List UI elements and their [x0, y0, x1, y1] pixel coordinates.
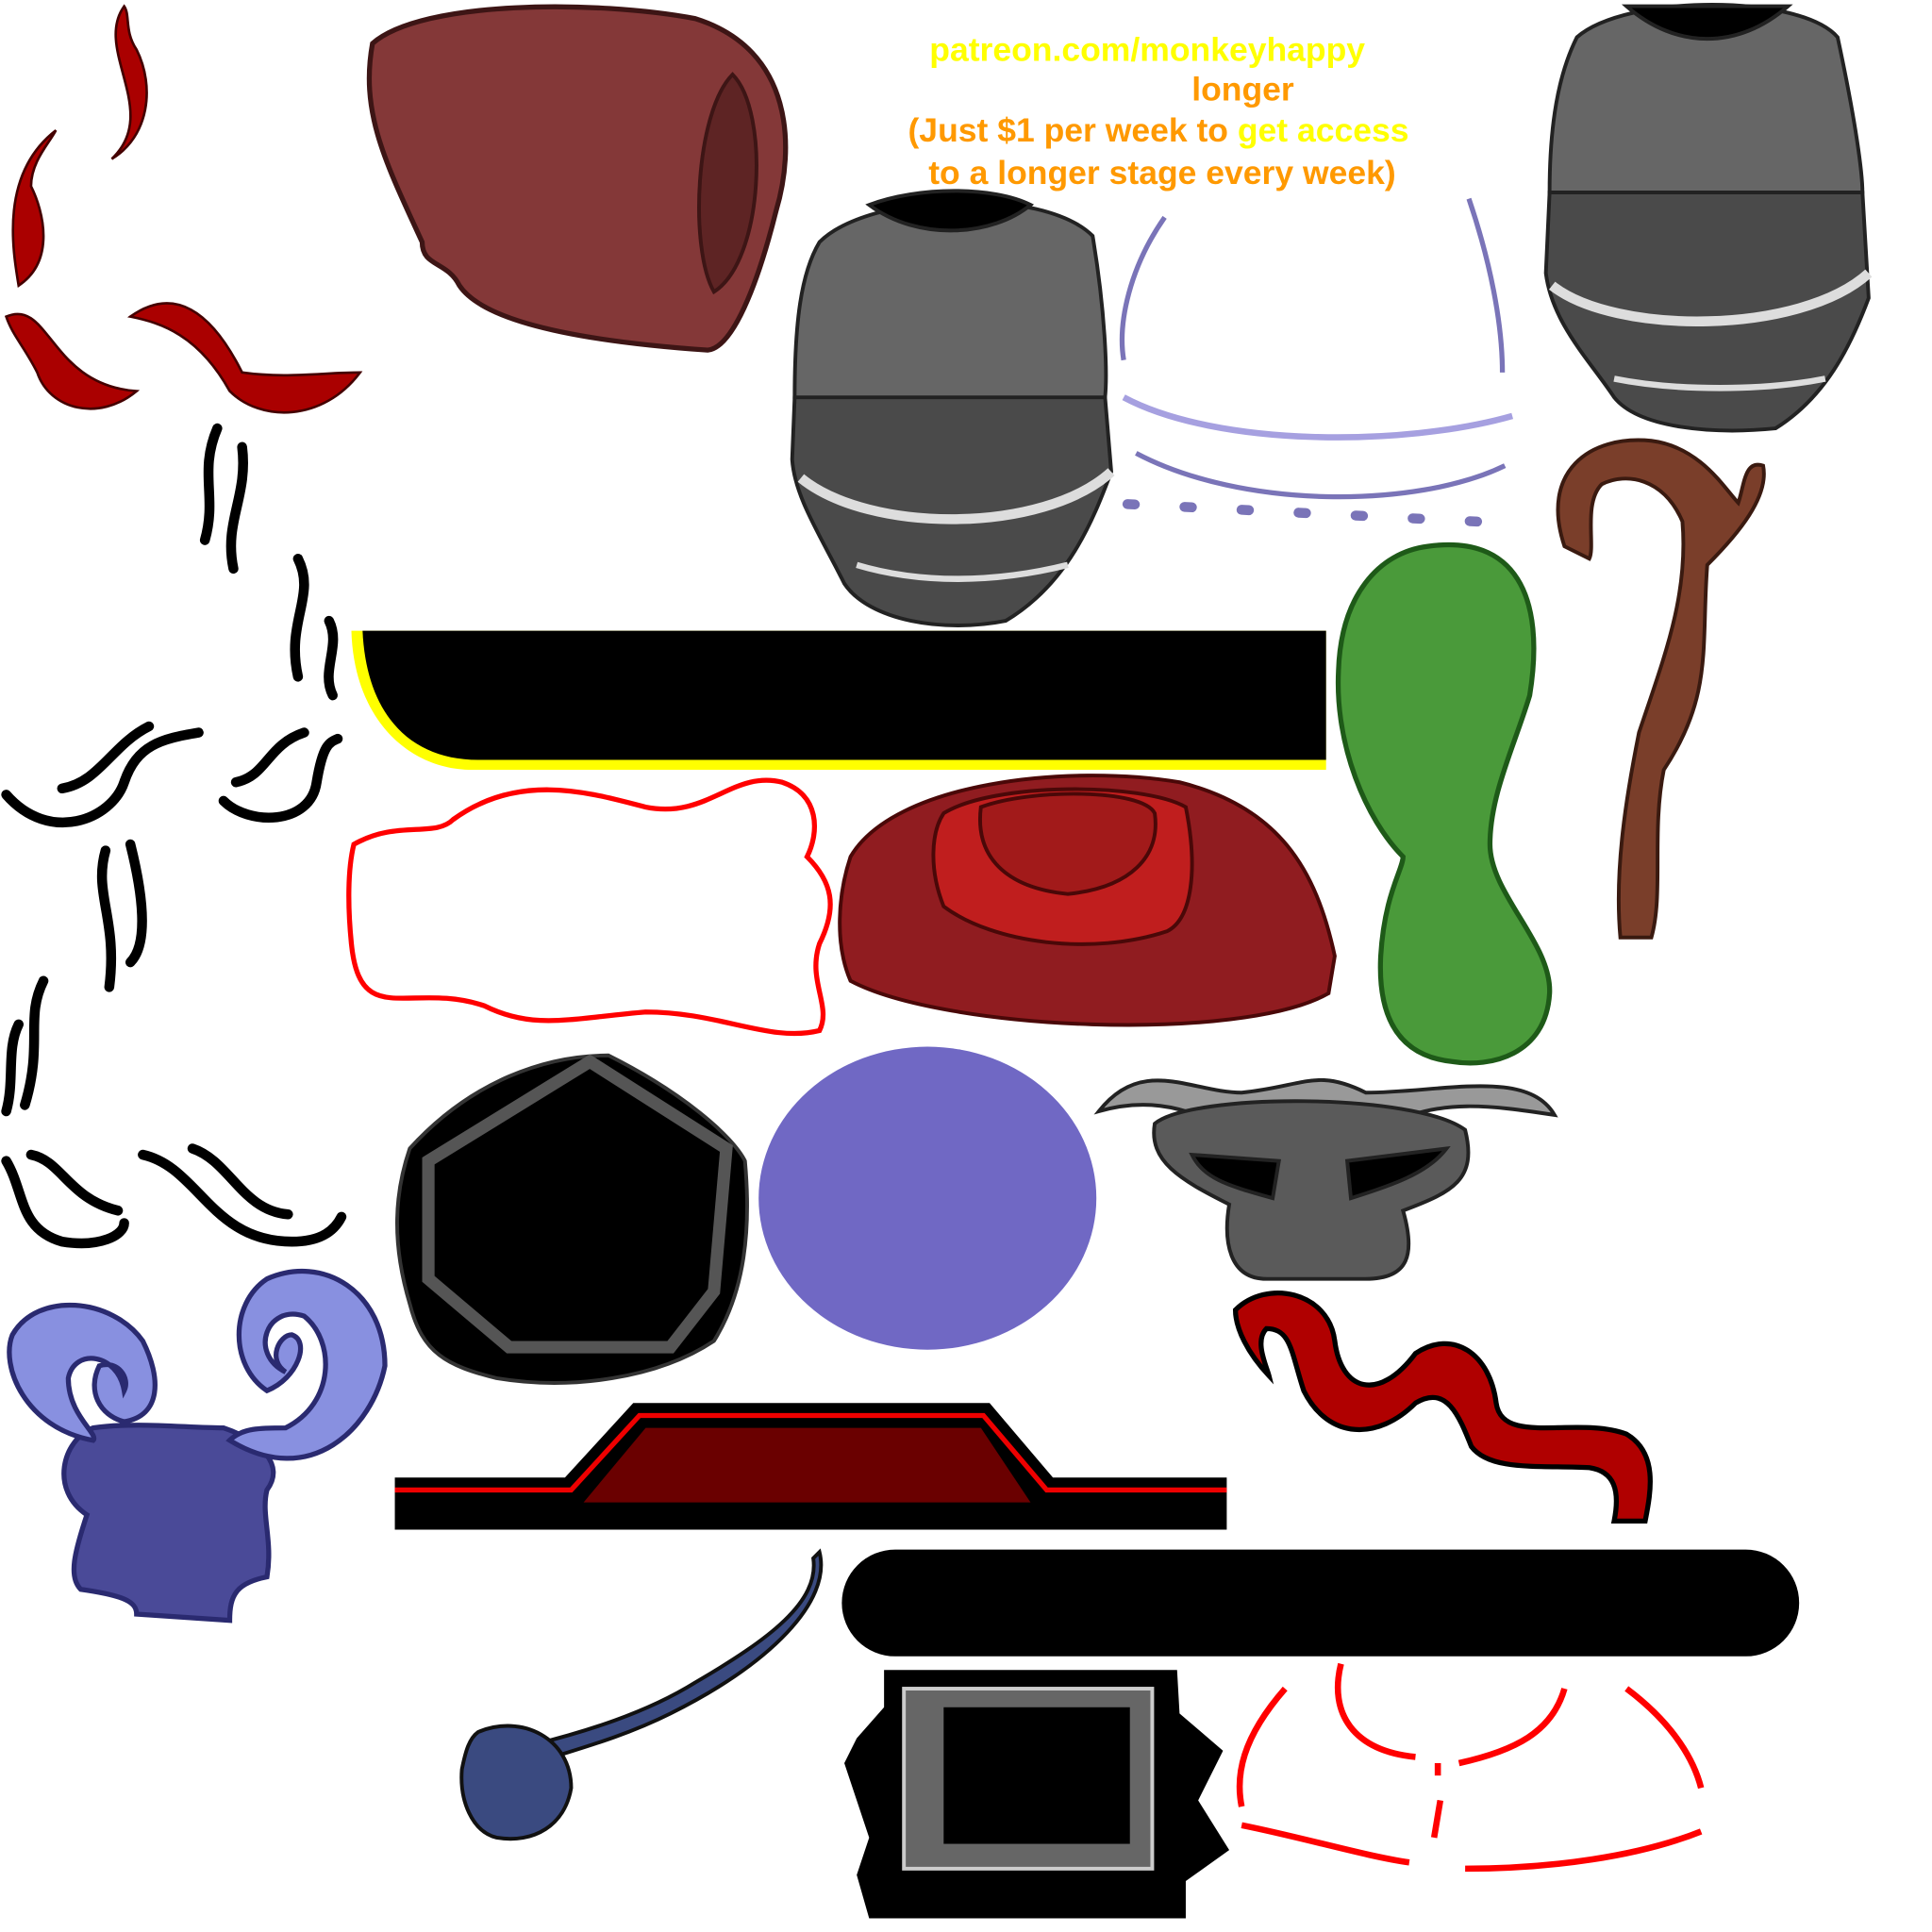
gray-helmet-sprite [790, 189, 1115, 627]
horned-skull-sprite [1093, 1077, 1558, 1281]
promo-line1-a: (Just $1 per week to [908, 111, 1237, 149]
promo-url: patreon.com/monkeyhappy [929, 30, 1365, 68]
red-outline-face-sprite [1236, 1662, 1705, 1873]
svg-text:(Just $1 per week to get acces: (Just $1 per week to get access [908, 111, 1408, 149]
gray-helmet-sprite-2 [1543, 2, 1873, 433]
black-frame-sprite [395, 1053, 749, 1385]
square-frame-sprite [844, 1670, 1230, 1919]
purple-orb-sprite [758, 1046, 1097, 1350]
patreon-promo-text: patreon.com/monkeyhappy longer (Just $1 … [908, 30, 1408, 191]
red-flame-sprites [4, 4, 363, 414]
black-banner-sprite [351, 630, 1326, 771]
purple-outline-sprites [1119, 197, 1530, 529]
black-squiggle-sprites [1, 423, 347, 1249]
black-pill-bar-sprite [841, 1549, 1800, 1657]
red-serpent-sprite [1232, 1291, 1653, 1524]
blue-horned-creature-sprite [7, 1268, 388, 1624]
promo-word: longer [1191, 71, 1294, 108]
promo-line2: to a longer stage every week) [928, 154, 1395, 192]
brown-staff-sprite [1556, 438, 1766, 940]
red-hat-sprite [838, 774, 1337, 1027]
blue-pipe-sprite [459, 1548, 824, 1841]
ornate-red-bar-sprite [394, 1403, 1227, 1530]
promo-line1-b: get access [1238, 111, 1409, 149]
red-scroll-outline-sprite [346, 777, 833, 1037]
green-slime-sprite [1335, 541, 1553, 1066]
maroon-cape-sprite [366, 4, 789, 353]
